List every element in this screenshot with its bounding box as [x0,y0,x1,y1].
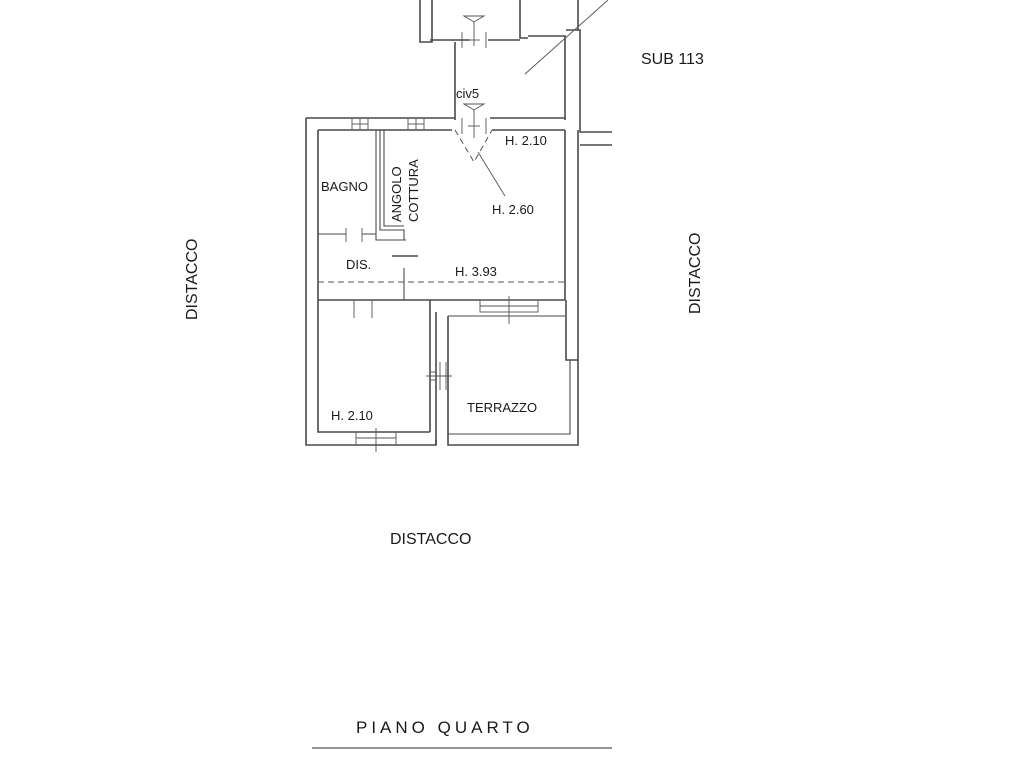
room-angolo-line1: ANGOLO [389,166,404,222]
interior-partitions [318,130,565,318]
window-bedroom-side [426,362,452,390]
room-terrazzo: TERRAZZO [467,400,537,415]
room-dis: DIS. [346,257,371,272]
window-top-2 [407,118,425,130]
height-living: H. 2.60 [492,202,534,217]
window-top-1 [351,118,369,130]
terrazzo [447,315,579,446]
height-entrance: H. 2.10 [505,133,547,148]
civ-label: civ5 [456,86,479,101]
sub-label: SUB 113 [641,51,704,68]
plan-title: PIANO QUARTO [356,718,534,737]
entrance-door [454,103,506,197]
height-ridge: H. 3.93 [455,264,497,279]
distacco-left: DISTACCO [184,239,201,320]
distacco-right: DISTACCO [687,233,704,314]
windows [351,118,539,452]
height-bedroom: H. 2.10 [331,408,373,423]
distacco-bottom: DISTACCO [390,531,471,548]
room-bagno: BAGNO [321,179,368,194]
room-angolo-line2: COTTURA [406,159,421,222]
window-bedroom-bottom [355,428,397,452]
upper-landing [419,0,612,146]
window-terrazzo-door [479,296,539,324]
